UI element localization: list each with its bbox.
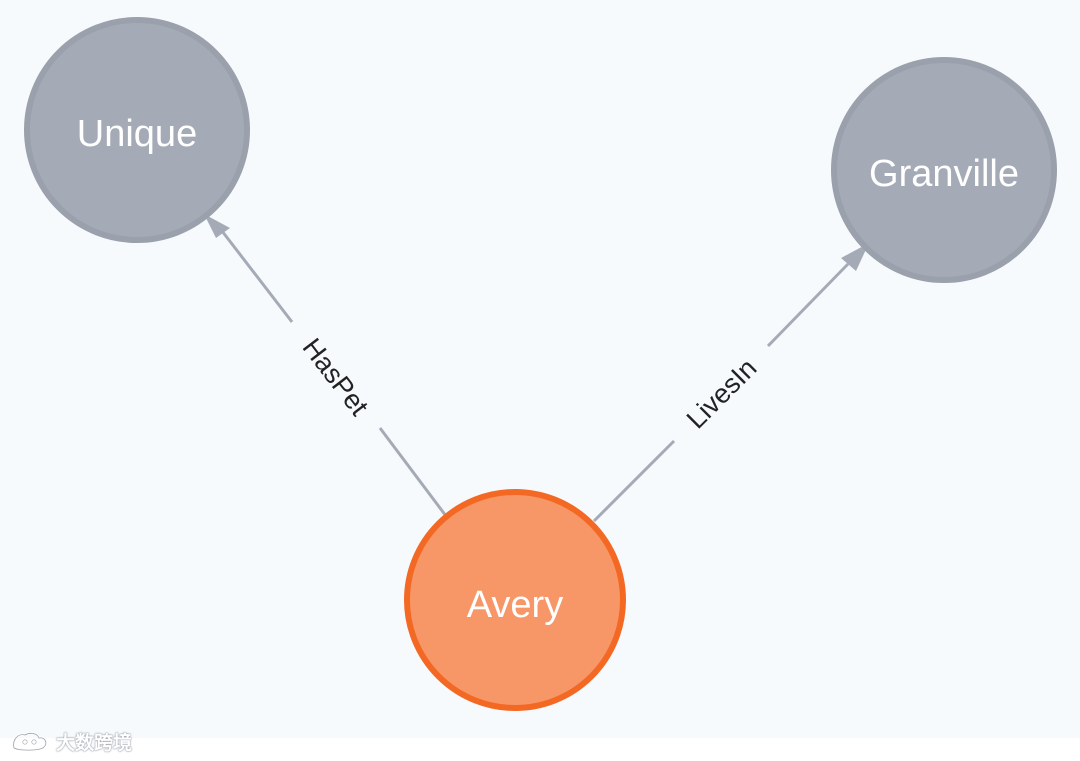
node-granville[interactable]: Granville	[831, 57, 1057, 283]
node-unique-label: Unique	[77, 113, 197, 155]
node-unique-circle	[24, 17, 250, 243]
edge-hasPet-label: HasPet	[297, 333, 375, 422]
node-granville-circle	[831, 57, 1057, 283]
node-avery[interactable]: Avery	[404, 489, 626, 711]
edge-livesIn-line-upper	[766, 262, 850, 348]
watermark-text: 大数跨境	[56, 731, 133, 754]
edge-hasPet[interactable]: HasPet	[204, 214, 448, 517]
edge-hasPet-line-upper	[220, 230, 294, 323]
node-avery-circle	[404, 489, 626, 711]
watermark: 大数跨境	[10, 726, 132, 756]
edge-livesIn[interactable]: LivesIn	[592, 243, 869, 523]
edge-livesIn-line-lower	[592, 439, 676, 523]
edge-livesIn-arrowhead	[841, 243, 869, 271]
node-avery-label: Avery	[467, 584, 563, 626]
edge-livesIn-label: LivesIn	[681, 353, 763, 435]
edge-hasPet-arrowhead	[204, 214, 230, 238]
node-unique[interactable]: Unique	[24, 17, 250, 243]
edge-hasPet-line-lower	[378, 427, 448, 517]
node-granville-label: Granville	[869, 153, 1019, 195]
watermark-logo-icon	[12, 732, 47, 752]
